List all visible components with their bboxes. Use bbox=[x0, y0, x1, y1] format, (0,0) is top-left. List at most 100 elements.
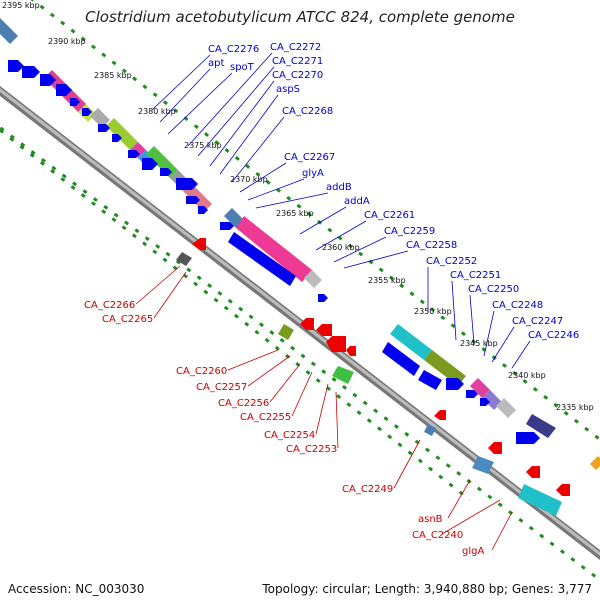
forward-arrow bbox=[56, 84, 72, 96]
callout-line bbox=[159, 68, 211, 123]
cog-feature bbox=[390, 324, 432, 360]
callout-line bbox=[187, 52, 273, 147]
cog-feature bbox=[90, 108, 110, 128]
gene-label-CA_C2266: CA_C2266 bbox=[84, 300, 135, 311]
reverse-arrow bbox=[556, 484, 570, 496]
reverse-arrow bbox=[488, 442, 502, 454]
callout-line bbox=[333, 236, 387, 263]
callout-line bbox=[343, 250, 409, 269]
forward-arrow bbox=[198, 206, 208, 214]
gene-label-glgA: glgA bbox=[462, 546, 484, 557]
callout-line bbox=[197, 66, 275, 157]
gene-label-CA_C2256: CA_C2256 bbox=[218, 398, 269, 409]
callout-line bbox=[291, 371, 313, 417]
scale-label: 2390 kbp bbox=[48, 37, 86, 46]
callout-line bbox=[269, 363, 301, 403]
cog-feature bbox=[224, 208, 244, 228]
reverse-arrow bbox=[316, 324, 332, 336]
callout-line bbox=[231, 116, 285, 183]
map-title: Clostridium acetobutylicum ATCC 824, com… bbox=[85, 8, 515, 26]
scale-label: 2355 kbp bbox=[368, 276, 406, 285]
reverse-arrow bbox=[326, 336, 346, 352]
gene-label-CA_C2250: CA_C2250 bbox=[468, 284, 519, 295]
callout-line bbox=[153, 271, 187, 319]
reverse-arrow bbox=[192, 238, 206, 250]
callout-line bbox=[441, 499, 501, 535]
callout-line bbox=[255, 192, 329, 209]
gene-label-CA_C2254: CA_C2254 bbox=[264, 430, 315, 441]
forward-arrow bbox=[98, 124, 110, 132]
forward-arrow bbox=[160, 168, 172, 176]
cog-feature bbox=[526, 414, 556, 438]
forward-strand-arrows bbox=[8, 60, 540, 444]
gene-label-CA_C2246: CA_C2246 bbox=[528, 330, 579, 341]
forward-arrow bbox=[228, 232, 296, 286]
cog-feature bbox=[106, 118, 138, 150]
gene-label-addA: addA bbox=[344, 196, 370, 207]
gene-label-CA_C2240: CA_C2240 bbox=[412, 530, 463, 541]
scale-label: 2360 kbp bbox=[322, 243, 360, 252]
callout-line bbox=[167, 72, 233, 135]
forward-arrow bbox=[40, 74, 56, 86]
callout-line bbox=[247, 355, 291, 387]
forward-arrow bbox=[382, 342, 420, 376]
gene-label-CA_C2271: CA_C2271 bbox=[272, 56, 323, 67]
gene-label-apt: apt bbox=[208, 58, 224, 69]
scale-label: 2335 kbp bbox=[556, 403, 594, 412]
cog-feature bbox=[0, 18, 18, 44]
forward-arrow bbox=[516, 432, 540, 444]
callout-line bbox=[491, 326, 515, 363]
scale-label: 2345 kbp bbox=[460, 339, 498, 348]
gene-label-CA_C2257: CA_C2257 bbox=[196, 382, 247, 393]
cog-feature bbox=[472, 456, 494, 474]
gene-label-glyA: glyA bbox=[302, 168, 324, 179]
callout-line bbox=[135, 265, 181, 305]
scale-label: 2395 kbp bbox=[2, 1, 40, 10]
callout-line bbox=[447, 479, 471, 519]
scale-label: 2350 kbp bbox=[414, 307, 452, 316]
cog-feature bbox=[518, 484, 562, 516]
forward-arrow bbox=[176, 178, 198, 190]
callout-line bbox=[247, 178, 305, 201]
gene-label-addB: addB bbox=[326, 182, 352, 193]
forward-arrow bbox=[128, 150, 140, 158]
cog-feature bbox=[470, 378, 490, 398]
callout-line bbox=[209, 80, 275, 167]
forward-arrow bbox=[142, 158, 158, 170]
forward-arrow bbox=[22, 66, 40, 78]
cog-feature bbox=[236, 216, 312, 282]
forward-arrow bbox=[8, 60, 24, 72]
genome-backbone bbox=[0, 86, 600, 560]
scale-label: 2370 kbp bbox=[230, 175, 268, 184]
gene-label-CA_C2247: CA_C2247 bbox=[512, 316, 563, 327]
gene-label-CA_C2265: CA_C2265 bbox=[102, 314, 153, 325]
tick-ring-3 bbox=[0, 125, 600, 582]
callout-line bbox=[315, 383, 329, 435]
forward-arrow bbox=[70, 98, 80, 106]
reverse-arrow bbox=[346, 346, 356, 356]
scale-label: 2380 kbp bbox=[138, 107, 176, 116]
callout-line bbox=[227, 349, 279, 371]
topology-text: Topology: circular; Length: 3,940,880 bp… bbox=[262, 582, 592, 596]
gene-label-CA_C2259: CA_C2259 bbox=[384, 226, 435, 237]
cog-feature bbox=[304, 270, 322, 288]
callout-line bbox=[151, 54, 211, 111]
cog-feature bbox=[496, 398, 516, 418]
reverse-arrow bbox=[434, 410, 446, 420]
cog-feature bbox=[424, 424, 436, 436]
callout-line bbox=[451, 280, 457, 341]
gene-label-CA_C2260: CA_C2260 bbox=[176, 366, 227, 377]
gene-label-aspS: aspS bbox=[276, 84, 300, 95]
callout-line bbox=[219, 94, 279, 175]
gene-label-CA_C2252: CA_C2252 bbox=[426, 256, 477, 267]
cog-feature bbox=[278, 324, 294, 340]
cog-inner-ring bbox=[176, 252, 562, 516]
gene-label-asnB: asnB bbox=[418, 514, 443, 525]
callout-line bbox=[469, 294, 475, 345]
gene-label-CA_C2248: CA_C2248 bbox=[492, 300, 543, 311]
gene-label-CA_C2261: CA_C2261 bbox=[364, 210, 415, 221]
forward-arrow bbox=[186, 196, 200, 204]
forward-arrow bbox=[82, 108, 92, 116]
callout-line bbox=[299, 206, 347, 235]
forward-arrow bbox=[418, 370, 442, 390]
